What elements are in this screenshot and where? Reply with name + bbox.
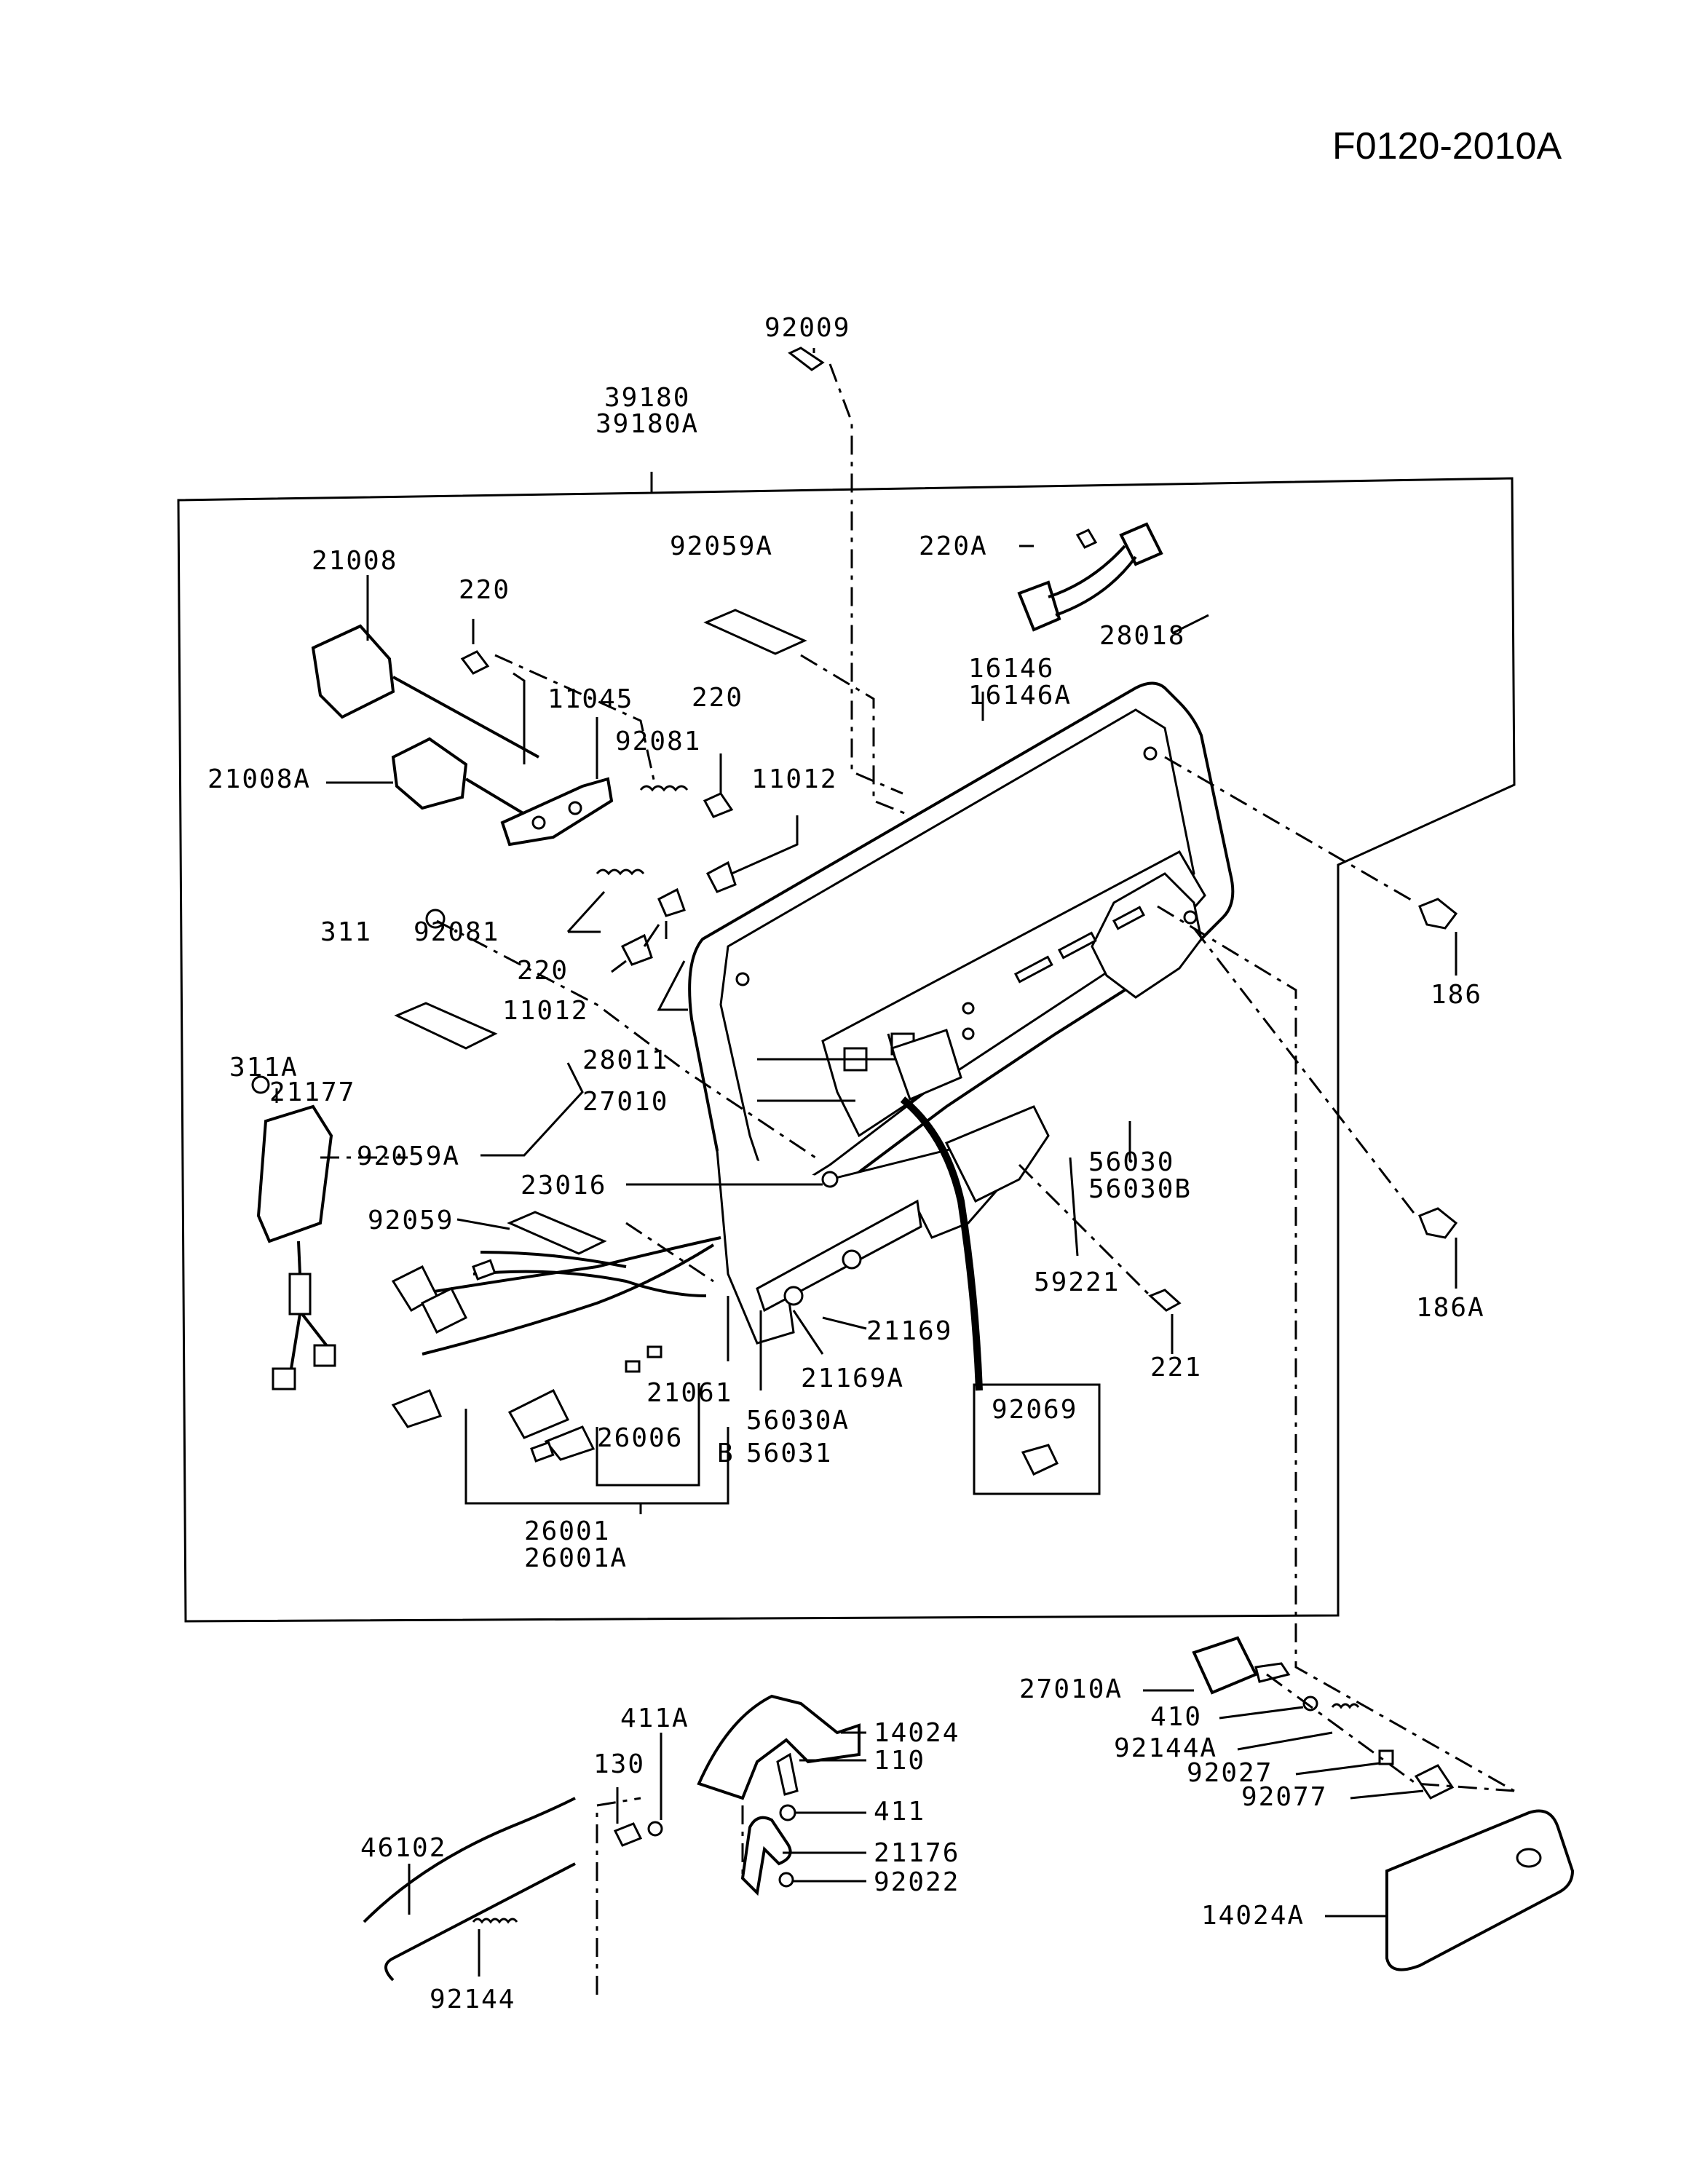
bolt-110 (776, 1752, 799, 1796)
label-21177: 21177 (269, 1077, 355, 1107)
label-46102: 46102 (360, 1833, 446, 1863)
label-11012-bot: 11012 (502, 996, 588, 1026)
label-21169: 21169 (866, 1316, 952, 1346)
pad-92059A-left (394, 1002, 498, 1050)
label-B: B (717, 1439, 735, 1468)
leader-lines (275, 348, 1457, 1977)
part-21008A (391, 737, 540, 824)
part-14024A (1385, 1809, 1575, 1971)
part-box-92069 (973, 1383, 1101, 1495)
label-311A: 311A (229, 1053, 298, 1083)
label-26001A: 26001A (524, 1543, 628, 1573)
washer-92022 (778, 1872, 794, 1888)
diagram-code: F0120-2010A (1332, 125, 1562, 167)
label-26006: 26006 (597, 1423, 683, 1453)
label-130: 130 (593, 1749, 645, 1779)
label-21061: 21061 (646, 1378, 732, 1408)
label-21008: 21008 (312, 546, 397, 576)
label-21008A: 21008A (207, 764, 311, 794)
part-21176 (740, 1816, 792, 1896)
label-16146A: 16146A (968, 681, 1072, 711)
label-92059A-top: 92059A (670, 531, 773, 561)
label-92009: 92009 (764, 313, 850, 343)
label-410: 410 (1150, 1702, 1202, 1732)
label-92069: 92069 (992, 1395, 1077, 1425)
label-27010A: 27010A (1019, 1674, 1123, 1704)
label-11012-top: 11012 (751, 764, 837, 794)
label-14024A: 14024A (1201, 1901, 1305, 1931)
pad-92059 (507, 1211, 607, 1255)
label-92022: 92022 (874, 1867, 960, 1897)
part-11045 (500, 777, 614, 847)
label-27010: 27010 (582, 1087, 668, 1117)
assembly-lines (320, 363, 1515, 1995)
label-92081-top: 92081 (615, 727, 701, 756)
label-28011: 28011 (582, 1045, 668, 1075)
part-21177 (256, 1104, 336, 1390)
bolt-186 (1418, 898, 1458, 930)
harness-26001 (391, 1236, 721, 1463)
label-26001: 26001 (524, 1516, 610, 1546)
label-16146: 16146 (968, 654, 1054, 684)
washer-411A (647, 1821, 663, 1837)
part-28018 (1017, 522, 1163, 632)
label-23016: 23016 (521, 1171, 606, 1200)
control-panel-16146 (688, 681, 1235, 1345)
bolt-186A (1418, 1207, 1458, 1239)
part-21008 (311, 624, 539, 759)
label-14024: 14024 (874, 1718, 960, 1748)
label-39180A: 39180A (596, 409, 699, 439)
label-220-top: 220 (459, 575, 510, 605)
cable (900, 1096, 983, 1391)
label-92081-bot: 92081 (414, 917, 499, 947)
label-220-bot: 220 (517, 956, 569, 986)
label-28018: 28018 (1099, 621, 1185, 651)
label-21176: 21176 (874, 1838, 960, 1868)
assembly-frame (177, 472, 1516, 1623)
label-411: 411 (874, 1797, 925, 1827)
part-14024 (697, 1694, 861, 1800)
label-92077: 92077 (1241, 1782, 1327, 1812)
part-92009 (788, 347, 825, 371)
label-186: 186 (1431, 980, 1482, 1010)
label-92059A-left: 92059A (357, 1142, 460, 1171)
label-39180: 39180 (604, 383, 690, 413)
label-92144A: 92144A (1114, 1733, 1217, 1763)
label-92059: 92059 (368, 1206, 454, 1235)
part-labels: 92009 39180 39180A 21008 220 92059A 220A… (207, 313, 1485, 2014)
part-46102 (363, 1797, 576, 1982)
label-11045: 11045 (547, 684, 633, 714)
label-411A: 411A (620, 1704, 689, 1733)
bolt-221 (1148, 1289, 1182, 1312)
washer-411 (779, 1804, 796, 1821)
pad-92059A-top (703, 609, 807, 655)
label-110: 110 (874, 1746, 925, 1776)
label-220A: 220A (919, 531, 988, 561)
label-186A: 186A (1416, 1293, 1485, 1323)
label-311: 311 (320, 917, 372, 947)
label-59221: 59221 (1034, 1267, 1120, 1297)
label-92027: 92027 (1187, 1758, 1273, 1788)
bolt-130 (613, 1822, 643, 1847)
label-92144: 92144 (430, 1985, 515, 2014)
label-21169A: 21169A (801, 1364, 904, 1393)
label-221: 221 (1150, 1353, 1202, 1382)
label-220-mid: 220 (692, 683, 743, 713)
label-56030A: 56030A (746, 1406, 850, 1436)
label-56031: 56031 (746, 1439, 832, 1468)
label-56030B: 56030B (1088, 1174, 1192, 1204)
label-56030: 56030 (1088, 1147, 1174, 1177)
hardware-upper (251, 650, 737, 1094)
